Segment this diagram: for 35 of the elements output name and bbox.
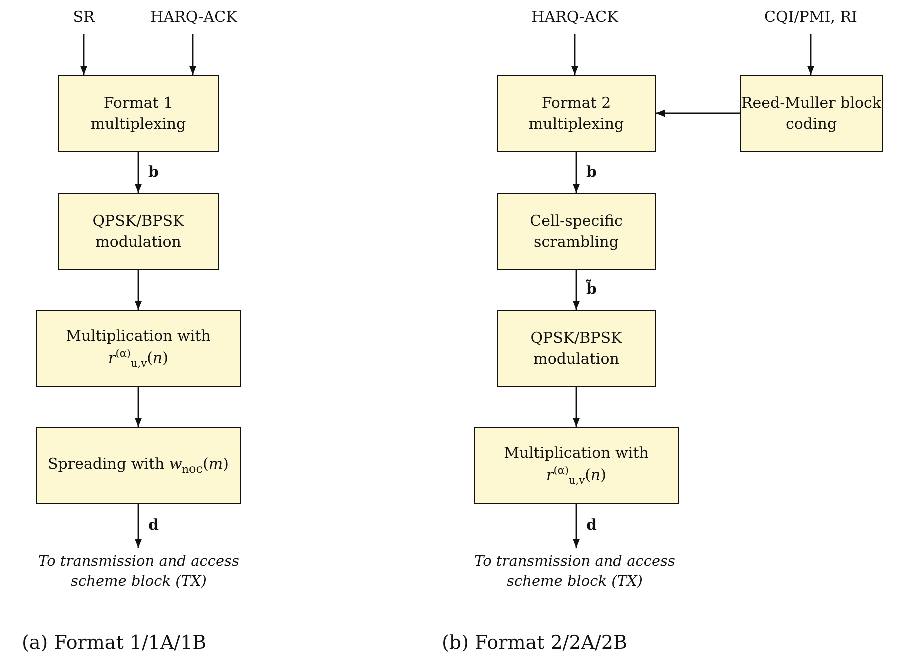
arrow [572,270,580,310]
input-label: CQI/PMI, RI [750,6,872,28]
output-label: To transmission and access scheme block (TX) [10,548,268,598]
edge-label: b [146,164,161,180]
process-box: QPSK/BPSK modulation [497,310,656,387]
output-label: To transmission and access scheme block (TX) [446,548,704,598]
edge-label: d [584,518,599,533]
arrow [571,34,579,75]
process-box: Multiplication with r$^{(α)}$$_{u,v}$(n) [474,427,679,504]
process-box: Reed-Muller block coding [740,75,883,152]
arrow [189,34,197,75]
subfigure-caption: (b) Format 2/2A/2B [442,632,628,654]
input-label: HARQ-ACK [148,6,240,28]
input-label: HARQ-ACK [520,6,630,28]
process-box: Spreading with w$_{n}$$_{oc}$(m) [36,427,241,504]
edge-label: b [584,164,599,180]
input-label: SR [64,6,104,28]
process-box: QPSK/BPSK modulation [58,193,219,270]
arrow [572,387,580,427]
arrow [807,34,815,75]
process-box: Multiplication with r$^{(α)}$$_{u,v}$(n) [36,310,241,387]
edge-label: d [146,518,161,533]
arrow [134,270,142,310]
edge-label: b̃ [584,282,599,297]
process-box: Cell-specific scrambling [497,193,656,270]
arrow [572,504,580,548]
arrow [80,34,88,75]
arrow [134,504,142,548]
process-box: Format 1 multiplexing [58,75,219,152]
arrow [134,152,142,193]
arrow [656,110,740,118]
arrow [134,387,142,427]
arrow [572,152,580,193]
process-box: Format 2 multiplexing [497,75,656,152]
subfigure-caption: (a) Format 1/1A/1B [22,632,207,654]
